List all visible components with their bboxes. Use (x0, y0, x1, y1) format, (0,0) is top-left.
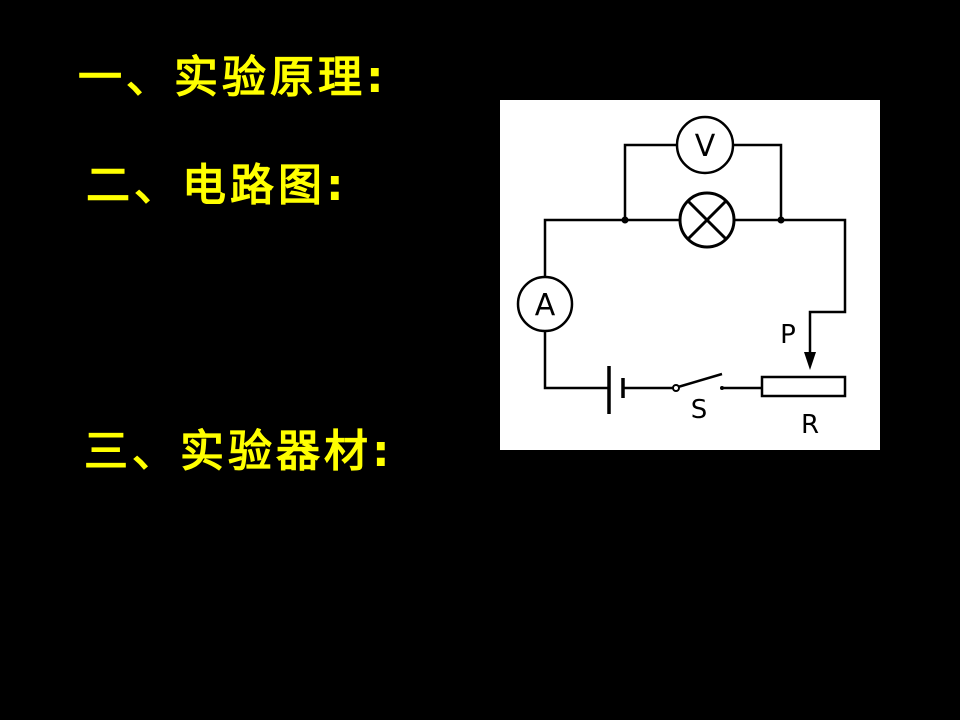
switch-label: S (691, 395, 708, 425)
slider-arrow-icon (804, 352, 816, 370)
heading-experiment-principle: 一、实验原理: (78, 52, 388, 103)
wire-top-right (733, 218, 847, 354)
ammeter-label: A (535, 288, 556, 323)
switch-icon (672, 372, 724, 392)
rheostat-label: R (801, 410, 819, 440)
wire-voltmeter-right (731, 143, 783, 222)
wire-left-bottom (543, 328, 611, 390)
wire-top-left (543, 218, 681, 280)
wire-voltmeter-left (623, 143, 679, 222)
rheostat-icon (760, 375, 847, 398)
battery-icon (607, 366, 625, 414)
junction-left (621, 216, 629, 224)
voltmeter: V (675, 115, 735, 175)
lamp-icon (678, 191, 736, 249)
heading-experiment-equipment: 三、实验器材: (84, 426, 394, 477)
voltmeter-label: V (695, 129, 716, 164)
ammeter: A (516, 275, 574, 333)
circuit-diagram: V A S P R (500, 100, 880, 450)
heading-circuit-diagram: 二、电路图: (86, 160, 348, 211)
junction-right (777, 216, 785, 224)
slider-label: P (780, 320, 796, 350)
